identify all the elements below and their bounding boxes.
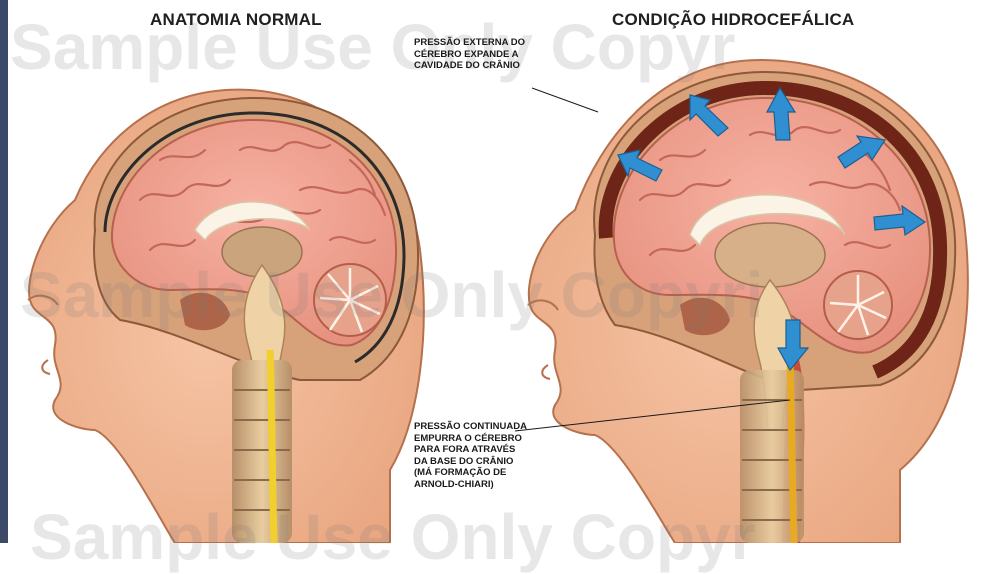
cerebellum-right xyxy=(824,271,892,339)
annotation-skull-expansion: PRESSÃO EXTERNA DO CÉREBRO EXPANDE A CAV… xyxy=(414,37,604,72)
annotation-chiari: PRESSÃO CONTINUADA EMPURRA O CÉREBRO PAR… xyxy=(414,421,564,490)
normal-anatomy-figure xyxy=(28,90,424,543)
diagram-frame: Sample Use Only Copyr Sample Use Only Co… xyxy=(0,0,992,543)
leader-line-top xyxy=(532,88,598,112)
cerebellum-left xyxy=(314,264,386,336)
title-normal-anatomy: ANATOMIA NORMAL xyxy=(150,10,322,30)
hydrocephalic-figure xyxy=(515,60,968,543)
spine-left xyxy=(232,360,292,543)
spinal-cord-right xyxy=(790,360,794,543)
spinal-cord-left xyxy=(270,350,274,543)
title-hydrocephalic: CONDIÇÃO HIDROCEFÁLICA xyxy=(612,10,854,30)
